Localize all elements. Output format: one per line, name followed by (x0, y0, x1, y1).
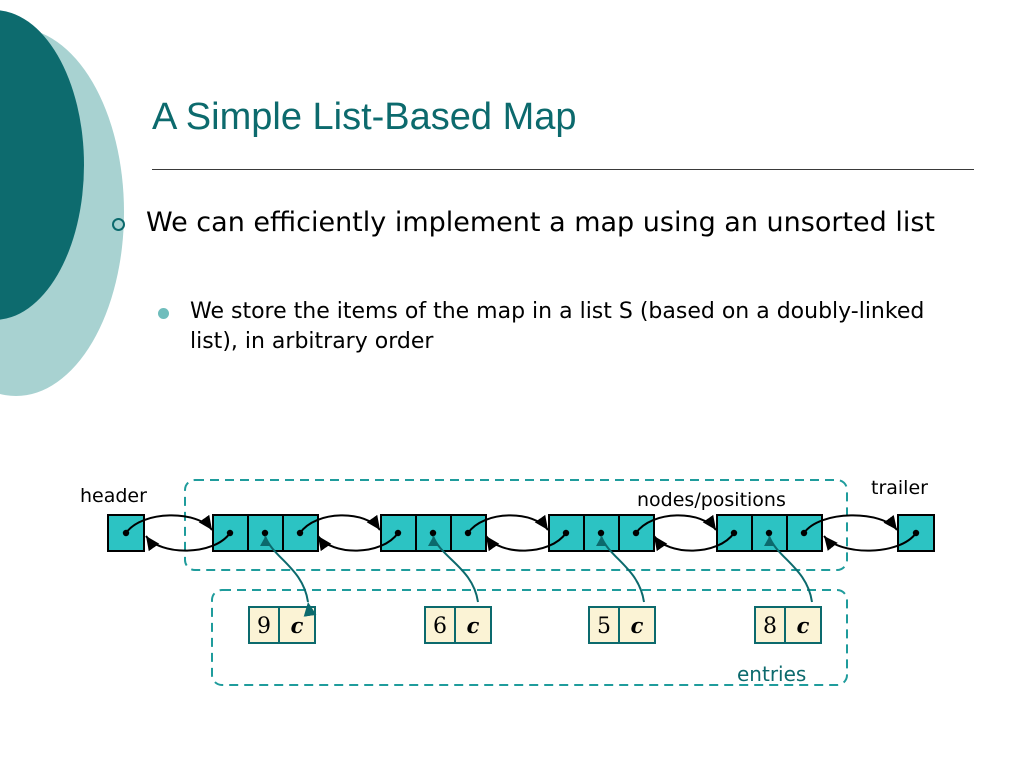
diagram-canvas: 9 c 6 c 5 c 8 c (107, 479, 935, 686)
entry-value-2: c (467, 613, 480, 638)
entry-connector-arrow-1 (260, 537, 270, 546)
link-forward-4 (803, 514, 898, 534)
entry-box-1: 9 c (248, 606, 316, 644)
diagram-label-header: header (80, 485, 147, 507)
bullet-level1: We can efficiently implement a map using… (112, 205, 942, 241)
link-back-4 (823, 532, 917, 552)
entry-box-4: 8 c (754, 606, 822, 644)
entry-key-1: 9 (257, 614, 271, 639)
bullet-marker-dot-icon (158, 308, 169, 319)
entry-key-3: 5 (597, 614, 611, 639)
link-forward-0 (125, 514, 213, 534)
link-back-0 (145, 532, 231, 552)
entry-box-3: 5 c (588, 606, 656, 644)
bullet-marker-circle-icon (112, 218, 125, 231)
nodes-positions-dashed-box (184, 479, 848, 571)
diagram-label-nodes-positions: nodes/positions (637, 489, 786, 511)
bullet-level1-text: We can efficiently implement a map using… (146, 207, 936, 238)
entry-value-3: c (631, 613, 644, 638)
entry-value-1: c (291, 613, 304, 638)
diagram-label-trailer: trailer (871, 477, 928, 499)
entry-connector-arrow-2 (428, 537, 438, 546)
entries-dashed-box (211, 589, 848, 686)
entry-box-2: 6 c (424, 606, 492, 644)
title-divider (152, 169, 974, 170)
link-forward-2 (467, 514, 549, 534)
list-based-map-diagram: header trailer nodes/positions entries (0, 440, 1024, 720)
diagram-label-entries: entries (737, 662, 807, 686)
entry-connector-1 (264, 535, 317, 617)
entry-key-4: 8 (763, 614, 777, 639)
entry-connector-3 (600, 535, 645, 603)
entry-key-2: 6 (433, 614, 447, 639)
page-title: A Simple List-Based Map (152, 96, 577, 138)
entry-value-4: c (797, 613, 810, 638)
link-back-3 (653, 532, 735, 552)
bullet-level2-text: We store the items of the map in a list … (190, 299, 925, 354)
link-back-1 (317, 532, 399, 552)
entry-connector-arrow-3 (596, 537, 606, 546)
link-forward-1 (299, 514, 381, 534)
entry-connector-4 (768, 535, 813, 603)
entry-connector-2 (432, 535, 479, 603)
link-back-2 (485, 532, 567, 552)
bullet-level2: We store the items of the map in a list … (158, 297, 948, 357)
entry-connector-arrow-4 (764, 537, 774, 546)
link-forward-3 (635, 514, 717, 534)
